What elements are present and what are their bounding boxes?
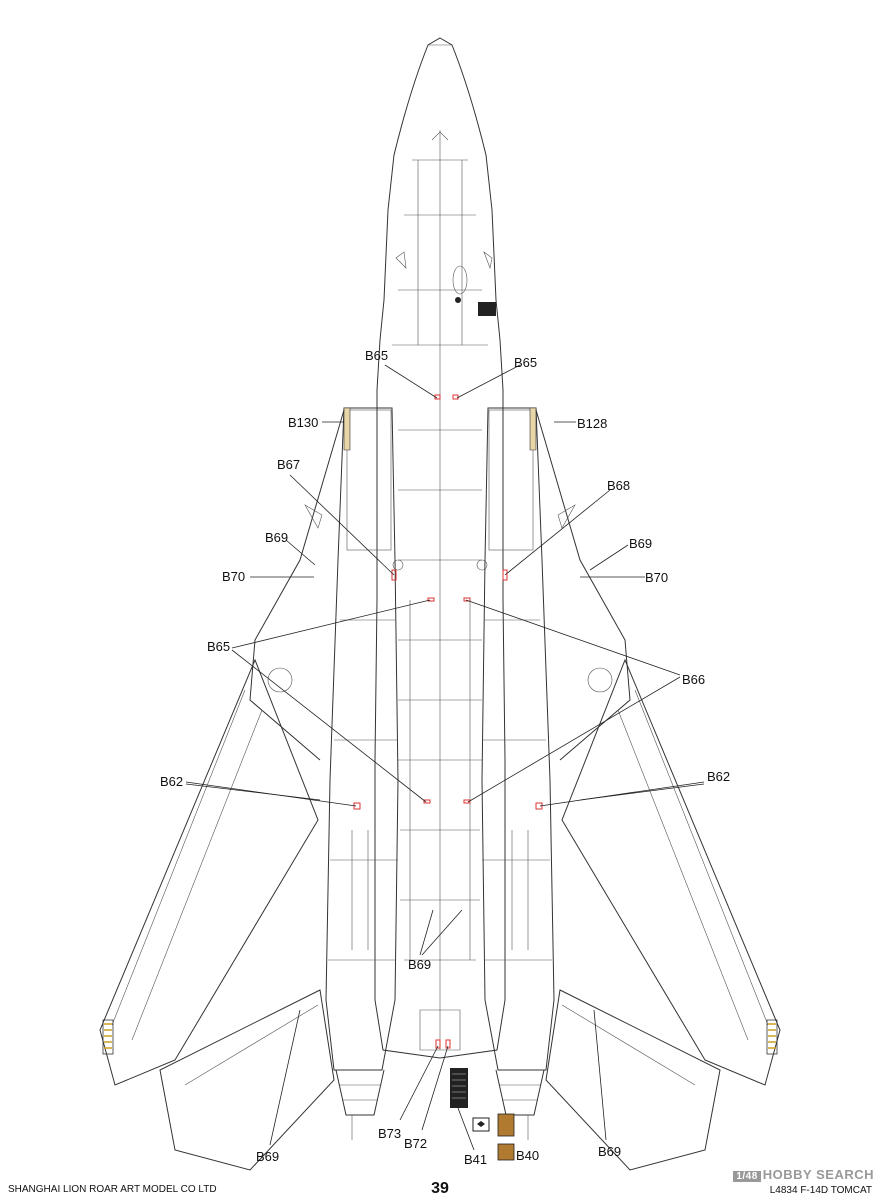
footer-kit-name: L4834 F-14D TOMCAT bbox=[769, 1185, 872, 1196]
callout-b65-top-right: B65 bbox=[514, 355, 537, 370]
callout-b128: B128 bbox=[577, 416, 607, 431]
callout-b69-right: B69 bbox=[629, 536, 652, 551]
callout-b72: B72 bbox=[404, 1136, 427, 1151]
watermark-text: HOBBY SEARCH bbox=[762, 1167, 874, 1182]
callout-labels: B65 B65 B130 B128 B67 B68 B69 B69 B70 B7… bbox=[160, 348, 730, 1167]
callout-b69-left: B69 bbox=[265, 530, 288, 545]
callout-b69-bottom-left: B69 bbox=[256, 1149, 279, 1164]
callout-b70-left: B70 bbox=[222, 569, 245, 584]
callout-b66: B66 bbox=[682, 672, 705, 687]
wing-right bbox=[561, 658, 781, 1086]
callout-b62-left: B62 bbox=[160, 774, 183, 789]
callout-b68: B68 bbox=[607, 478, 630, 493]
stabilizer-right bbox=[545, 989, 721, 1171]
page-number: 39 bbox=[431, 1180, 449, 1197]
callout-b69-bottom-right: B69 bbox=[598, 1144, 621, 1159]
engine-nozzles bbox=[335, 1068, 545, 1140]
callout-b70-right: B70 bbox=[645, 570, 668, 585]
watermark-box: 1/48 bbox=[733, 1171, 761, 1182]
fuselage-outline bbox=[374, 37, 506, 1059]
wing-left bbox=[99, 658, 319, 1086]
callout-b69-center: B69 bbox=[408, 957, 431, 972]
callout-b41: B41 bbox=[464, 1152, 487, 1167]
callout-b67: B67 bbox=[277, 457, 300, 472]
callout-b62-right: B62 bbox=[707, 769, 730, 784]
intake-right bbox=[481, 407, 555, 1071]
footer-company: SHANGHAI LION ROAR ART MODEL CO LTD bbox=[8, 1184, 217, 1195]
intake-left bbox=[325, 407, 399, 1071]
decal-markers bbox=[353, 394, 543, 1161]
stabilizer-left bbox=[159, 989, 335, 1171]
callout-b130: B130 bbox=[288, 415, 318, 430]
callout-b40: B40 bbox=[516, 1148, 539, 1163]
leader-lines bbox=[185, 364, 705, 1151]
callout-b65-top-left: B65 bbox=[365, 348, 388, 363]
panel-lines bbox=[351, 429, 529, 1051]
callout-b73: B73 bbox=[378, 1126, 401, 1141]
callout-b65-mid: B65 bbox=[207, 639, 230, 654]
